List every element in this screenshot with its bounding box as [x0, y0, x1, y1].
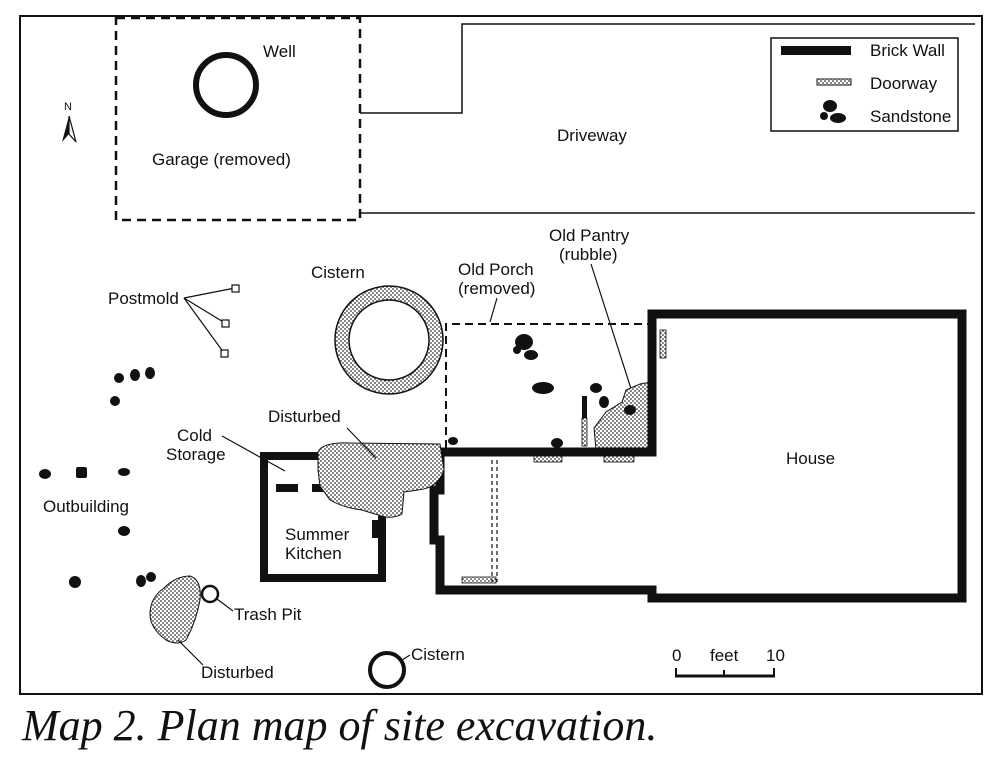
old-pantry-leader [590, 263, 635, 399]
scale-end-label: 10 [766, 646, 785, 665]
trash-pit-symbol [200, 584, 220, 604]
north-label: N [64, 101, 72, 113]
old-pantry-label-line2: (rubble) [559, 245, 618, 264]
site-plan-map: Well Garage (removed) Driveway Brick Wal… [19, 15, 983, 695]
disturbed-bottom-label: Disturbed [201, 663, 274, 682]
scale-start-label: 0 [672, 646, 681, 665]
disturbed-area-top [317, 442, 445, 518]
old-porch-leader [489, 297, 498, 323]
sandstone-symbol [820, 100, 846, 123]
cistern-top-inner-ring [348, 299, 430, 381]
legend-label-sandstone: Sandstone [870, 107, 951, 126]
disturbed-top-label: Disturbed [268, 407, 341, 426]
cistern-top-symbol [335, 286, 443, 394]
doorway-symbol [816, 78, 852, 86]
trash-pit-leader [216, 598, 234, 612]
cistern-top-outer-ring [334, 285, 444, 395]
old-porch-outline [445, 323, 652, 448]
postmold-markers [183, 284, 240, 358]
cistern-bottom-symbol [368, 651, 406, 689]
old-pantry-rubble [593, 381, 653, 451]
cistern-top-label: Cistern [311, 263, 365, 282]
cistern-bottom-leader [401, 654, 411, 661]
cold-storage-label-line2: Storage [166, 445, 226, 464]
summer-kitchen-label-line2: Kitchen [285, 544, 342, 563]
doorway-house-east [659, 329, 667, 359]
disturbed-bottom-leader [177, 639, 204, 666]
legend-label-doorway: Doorway [870, 74, 938, 93]
scale-unit-label: feet [710, 646, 739, 665]
doorway-house-north-1 [533, 455, 563, 463]
disturbed-area-bottom [149, 575, 201, 644]
wall-stub [582, 396, 587, 418]
old-porch-label-line2: (removed) [458, 279, 535, 298]
outbuilding-label: Outbuilding [43, 497, 129, 516]
old-porch-label-line1: Old Porch [458, 260, 534, 279]
summer-kitchen-label-line1: Summer [285, 525, 350, 544]
brick-wall-symbol [781, 46, 851, 55]
legend-label-brick-wall: Brick Wall [870, 41, 945, 60]
house-walls [429, 309, 967, 603]
disturbed-top-leader [346, 427, 377, 459]
summer-kitchen-walls [260, 452, 386, 582]
north-arrow-icon: N [62, 101, 77, 143]
legend: Brick Wall Doorway Sandstone [770, 37, 959, 132]
summer-kitchen-chimney [372, 520, 386, 538]
scale-bar: 0 feet 10 [672, 646, 785, 678]
cold-storage-leader [221, 435, 286, 472]
well-label: Well [263, 42, 296, 61]
doorway-house-north-2 [603, 455, 635, 463]
old-pantry-label-line1: Old Pantry [549, 226, 630, 245]
trash-pit-label: Trash Pit [234, 605, 302, 624]
garage-label: Garage (removed) [152, 150, 291, 169]
sandstone-group-porch [448, 334, 636, 448]
driveway-outline [360, 23, 975, 114]
cold-storage-label-line1: Cold [177, 426, 212, 445]
doorway-stub [581, 417, 588, 447]
well-symbol [193, 52, 259, 118]
doorway-house-south [461, 576, 497, 584]
postmold-label: Postmold [108, 289, 179, 308]
garage-outline [114, 16, 362, 222]
driveway-label: Driveway [557, 126, 627, 145]
map-frame [19, 15, 983, 695]
map-caption: Map 2. Plan map of site excavation. [22, 701, 658, 750]
cistern-bottom-label: Cistern [411, 645, 465, 664]
outbuilding-sandstones [39, 367, 156, 588]
house-label: House [786, 449, 835, 468]
